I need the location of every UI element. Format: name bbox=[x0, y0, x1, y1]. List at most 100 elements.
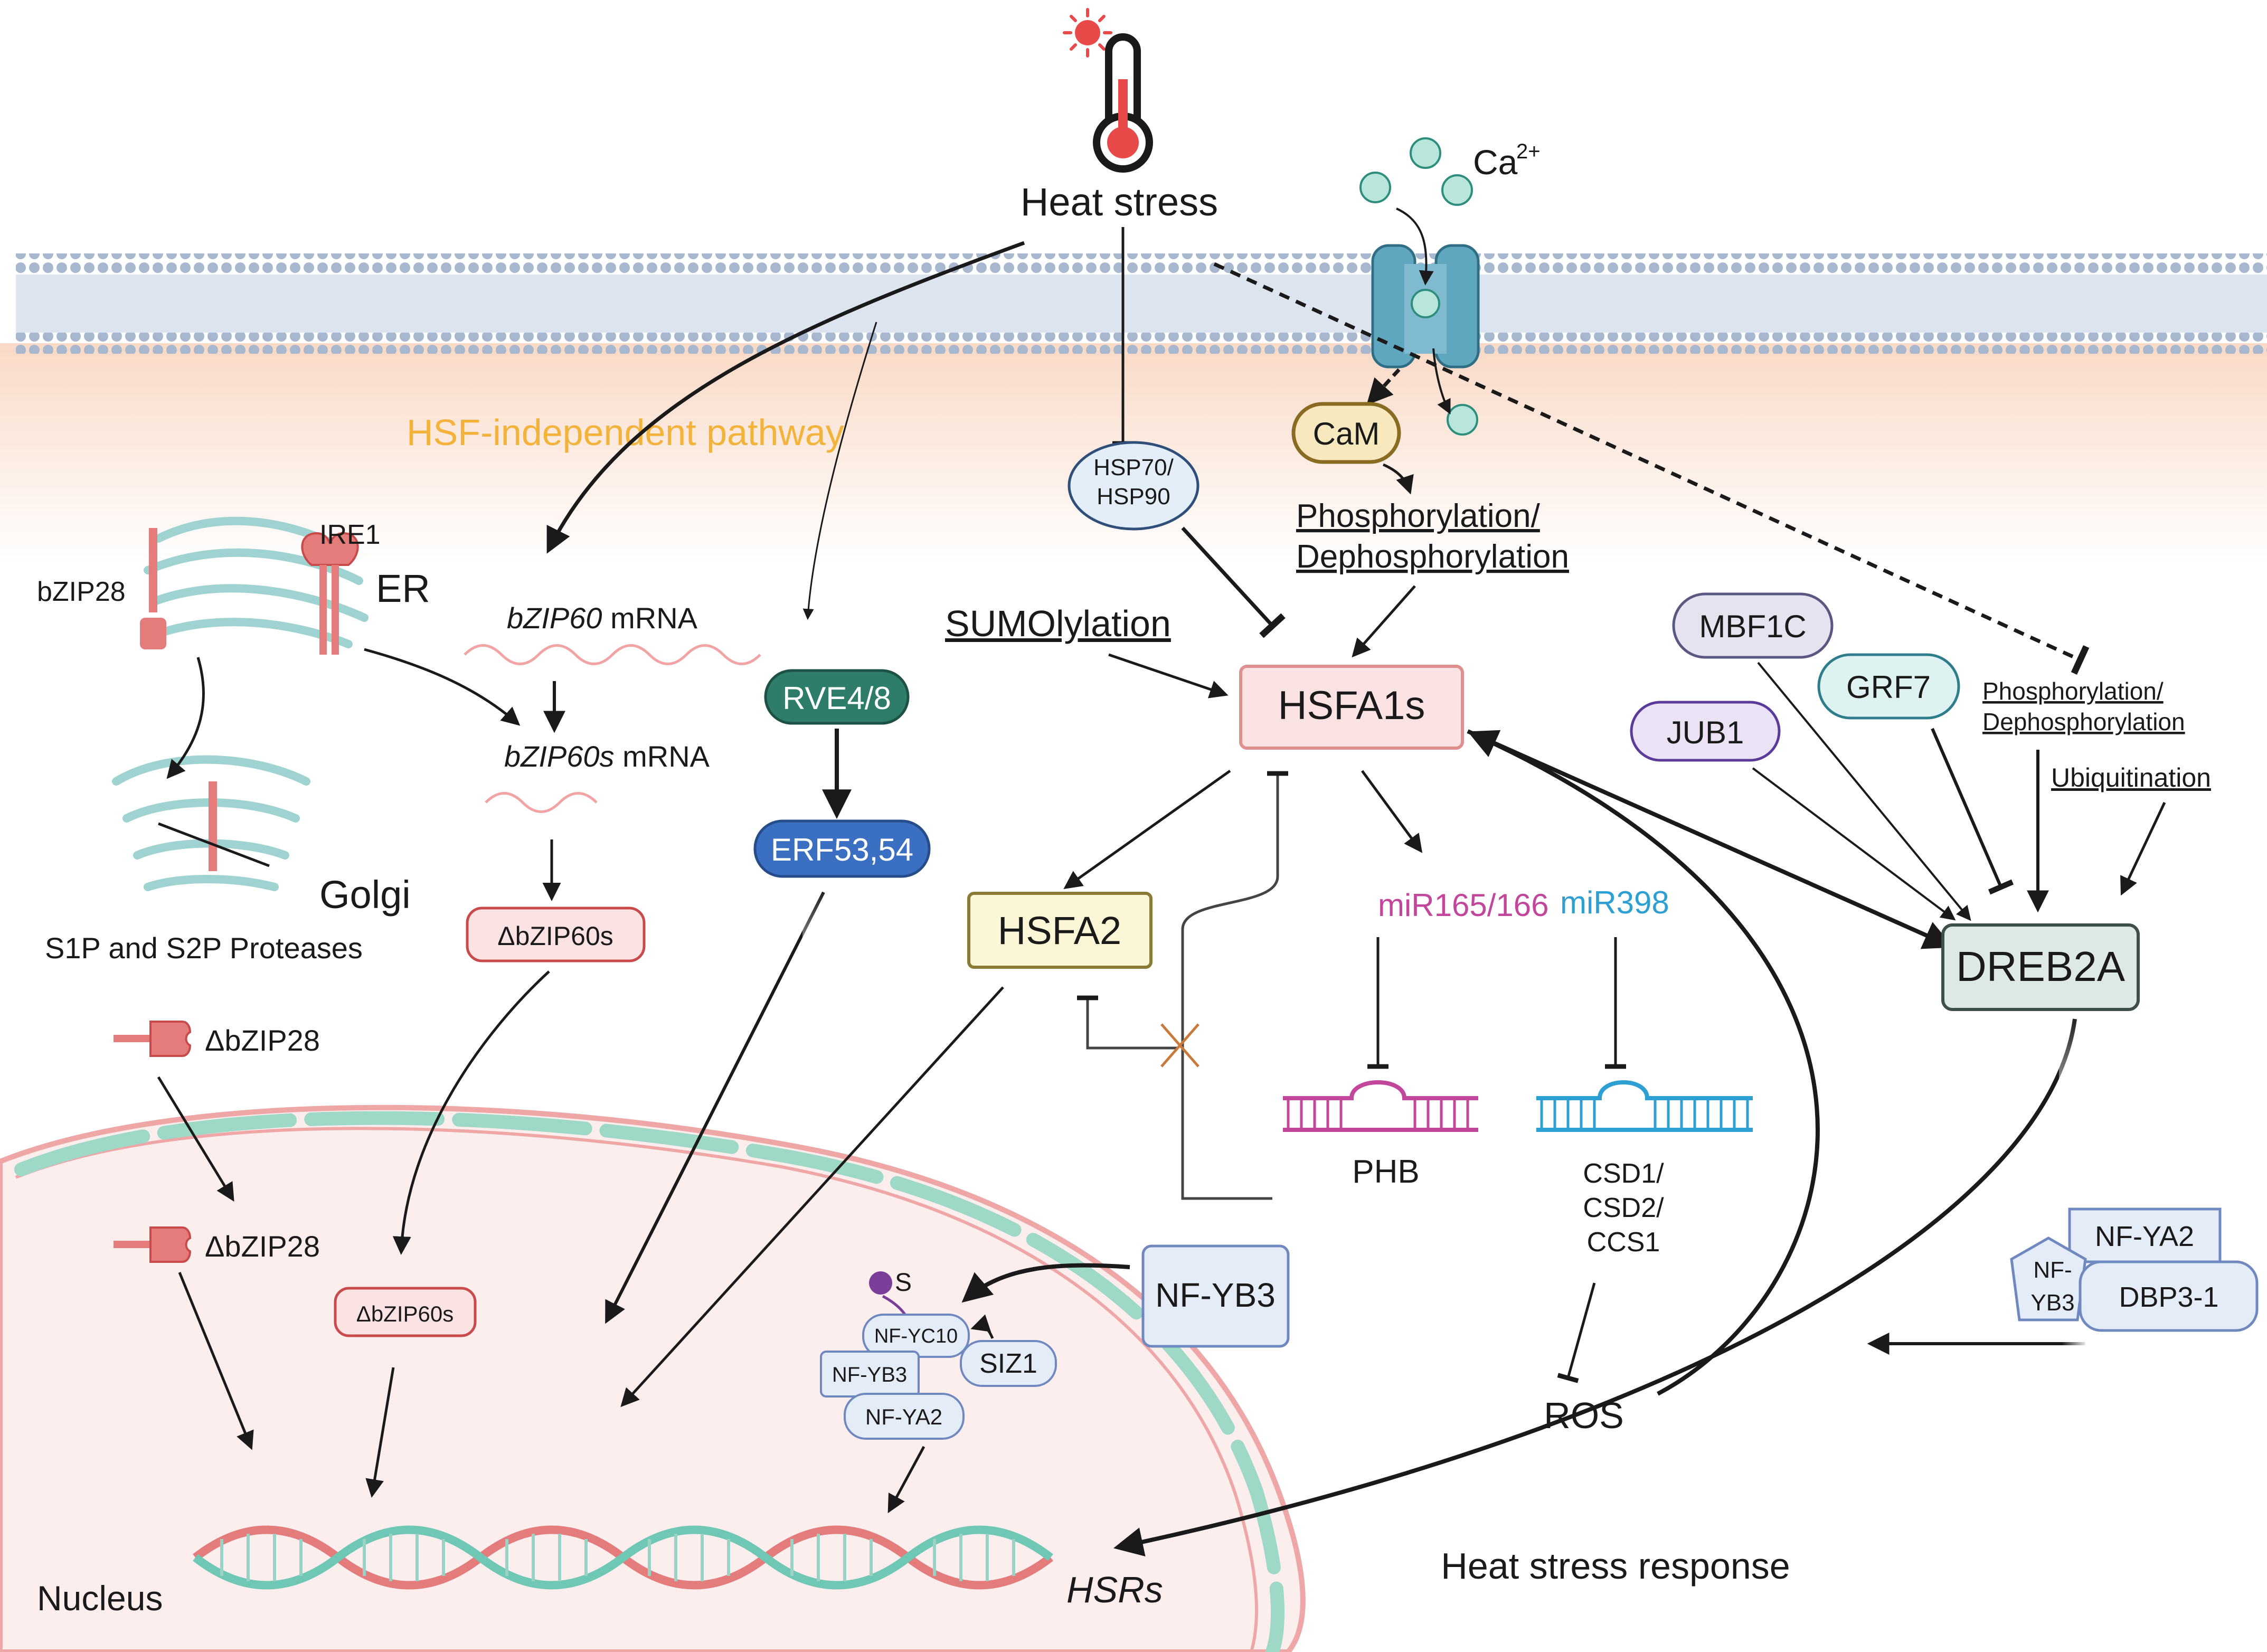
phospho2-line1: Phosphorylation/ bbox=[1982, 677, 2164, 705]
arrow-siz1-nfyc10 bbox=[970, 1314, 994, 1339]
dbzip60s-nucleus-label: ΔbZIP60s bbox=[356, 1301, 454, 1326]
phb-label: PHB bbox=[1352, 1154, 1419, 1190]
hsp70-90-node bbox=[1068, 441, 1199, 531]
grf7-node bbox=[1817, 653, 1960, 720]
dbp3-label: DBP3-1 bbox=[2119, 1281, 2218, 1313]
siz1-label: SIZ1 bbox=[979, 1348, 1037, 1379]
nf-yb3-small-line2: YB3 bbox=[2030, 1290, 2074, 1316]
rve48-box bbox=[764, 669, 910, 725]
nucleus-label: Nucleus bbox=[37, 1579, 163, 1618]
nf-ya2-complex-node bbox=[844, 1393, 965, 1440]
receptor-icon bbox=[140, 528, 359, 655]
nf-yb3-label: NF-YB3 bbox=[1155, 1276, 1276, 1314]
siz1-node bbox=[960, 1340, 1057, 1387]
hsp70-label: HSP70/ bbox=[1093, 455, 1174, 480]
arrow-dbzip60s-nucleus bbox=[392, 970, 550, 1255]
erf5354-box bbox=[753, 819, 931, 878]
arrow-sumo-hsfa1s bbox=[1108, 653, 1229, 698]
nf-yb3-complex-label: NF-YB3 bbox=[832, 1363, 907, 1386]
fade-mask bbox=[802, 887, 845, 1014]
inhibit-heat-dreb2a-phospho bbox=[1213, 262, 2090, 675]
arrow-dbzip28-dna bbox=[178, 1272, 254, 1450]
heat-stress-response-label: Heat stress response bbox=[1441, 1545, 1790, 1587]
plasma-membrane bbox=[16, 253, 2267, 354]
phospho1-line1: Phosphorylation/ bbox=[1296, 498, 1541, 534]
mbf1c-node bbox=[1672, 592, 1834, 659]
arrow-hsfa2-dna bbox=[620, 986, 1004, 1408]
dbzip60s-label: ΔbZIP60s bbox=[497, 921, 613, 951]
receptor-icon bbox=[209, 781, 217, 871]
inhibit-csd-ros bbox=[1557, 1282, 1596, 1383]
inhibit-grf7-dreb2a bbox=[1931, 728, 2014, 895]
thermometer-icon bbox=[1063, 8, 1153, 173]
hsfa2-node bbox=[967, 892, 1153, 969]
nf-ya2-label: NF-YA2 bbox=[2095, 1221, 2194, 1252]
arrow-hsfa1s-dreb2a bbox=[1467, 729, 1954, 949]
arrow-bzip28-golgi bbox=[166, 657, 205, 779]
ubiquitination-label: Ubiquitination bbox=[2051, 763, 2211, 792]
cam-node bbox=[1291, 402, 1401, 464]
ccs1-label: CCS1 bbox=[1587, 1227, 1660, 1258]
arrow-phospho-hsfa1s bbox=[1352, 585, 1416, 658]
dreb2a-node bbox=[1941, 923, 2140, 1011]
cam-label: CaM bbox=[1313, 416, 1380, 451]
hsfa2-label: HSFA2 bbox=[998, 909, 1121, 952]
mbf1c-label: MBF1C bbox=[1699, 609, 1806, 644]
jub1-node bbox=[1630, 701, 1781, 762]
inhibit-hsp-hsfa1s bbox=[1181, 526, 1286, 638]
nf-yc10-label: NF-YC10 bbox=[874, 1325, 958, 1347]
erf5354-label: ERF53,54 bbox=[771, 832, 913, 867]
phospho1-line2: Dephosphorylation bbox=[1296, 539, 1569, 575]
hsp90-label: HSP90 bbox=[1097, 484, 1170, 509]
csd1-label: CSD1/ bbox=[1583, 1158, 1664, 1189]
golgi-label: Golgi bbox=[319, 873, 411, 917]
arrow-mbf1c-dreb2a bbox=[1757, 662, 1971, 921]
bzip28-label: bZIP28 bbox=[37, 577, 126, 607]
arrow-erf-dna bbox=[605, 891, 825, 1324]
cross-mark bbox=[1160, 1023, 1199, 1068]
rna-hairpin-icon bbox=[1536, 1080, 1753, 1132]
cleavage-line bbox=[158, 822, 270, 867]
arrow-cam-phospho bbox=[1383, 463, 1414, 495]
er-label: ER bbox=[376, 567, 430, 610]
hsrs-label: HSRs bbox=[1066, 1569, 1163, 1610]
arrow-ubiquitination-dreb2a bbox=[2120, 801, 2166, 896]
heat-stress-label: Heat stress bbox=[1021, 180, 1218, 224]
nucleus: Nucleus bbox=[0, 1105, 1306, 1652]
arrow-hsfa1s-hsfa2 bbox=[1063, 769, 1231, 890]
arrow-heat-rve48 bbox=[802, 322, 877, 620]
dreb2a-label: DREB2A bbox=[1956, 943, 2126, 990]
arrow-hsfa1s-mir165 bbox=[1361, 770, 1423, 853]
nf-ya2-complex-label: NF-YA2 bbox=[865, 1404, 942, 1429]
arrow-ire1-splice bbox=[364, 648, 521, 726]
csd2-label: CSD2/ bbox=[1583, 1193, 1664, 1223]
dna-helix-icon bbox=[193, 1525, 1053, 1590]
sun-icon bbox=[1063, 8, 1112, 58]
arrow-heat-bzip60 bbox=[546, 241, 1025, 554]
sumo-marker bbox=[869, 1271, 892, 1295]
calcium-superscript: 2+ bbox=[1516, 140, 1541, 163]
calcium-channel-icon bbox=[1359, 137, 1480, 436]
arrow-complex-dna-left bbox=[887, 1446, 925, 1514]
arrow-dbzip60s-dna bbox=[365, 1367, 395, 1498]
phospho2-line2: Dephosphorylation bbox=[1982, 708, 2185, 735]
arrow-jub1-dreb2a bbox=[1752, 767, 1956, 921]
nf-y-complex-right bbox=[2010, 1207, 2259, 1332]
arrow-ca-cam bbox=[1366, 368, 1401, 405]
fade-mask bbox=[2062, 1328, 2088, 1360]
inhibit-phb-hsfa2 bbox=[1077, 995, 1177, 1050]
rve48-label: RVE4/8 bbox=[782, 681, 891, 716]
dbzip28-label: ΔbZIP28 bbox=[205, 1024, 320, 1057]
bzip60-mrna-label: bZIP60 mRNA bbox=[507, 601, 698, 635]
nf-yb3-node bbox=[1141, 1244, 1290, 1348]
receptor-icon bbox=[114, 1021, 192, 1263]
fade-mask bbox=[2059, 1014, 2112, 1151]
hsfa1s-label: HSFA1s bbox=[1278, 683, 1425, 728]
sumo-s-label: S bbox=[895, 1269, 912, 1297]
jub1-label: JUB1 bbox=[1667, 715, 1744, 750]
arrow-nfyb3-complex bbox=[961, 1263, 1130, 1303]
bzip60s-mrna-label: bZIP60s mRNA bbox=[504, 740, 710, 773]
rna-hairpin-icon bbox=[1283, 1080, 1478, 1132]
